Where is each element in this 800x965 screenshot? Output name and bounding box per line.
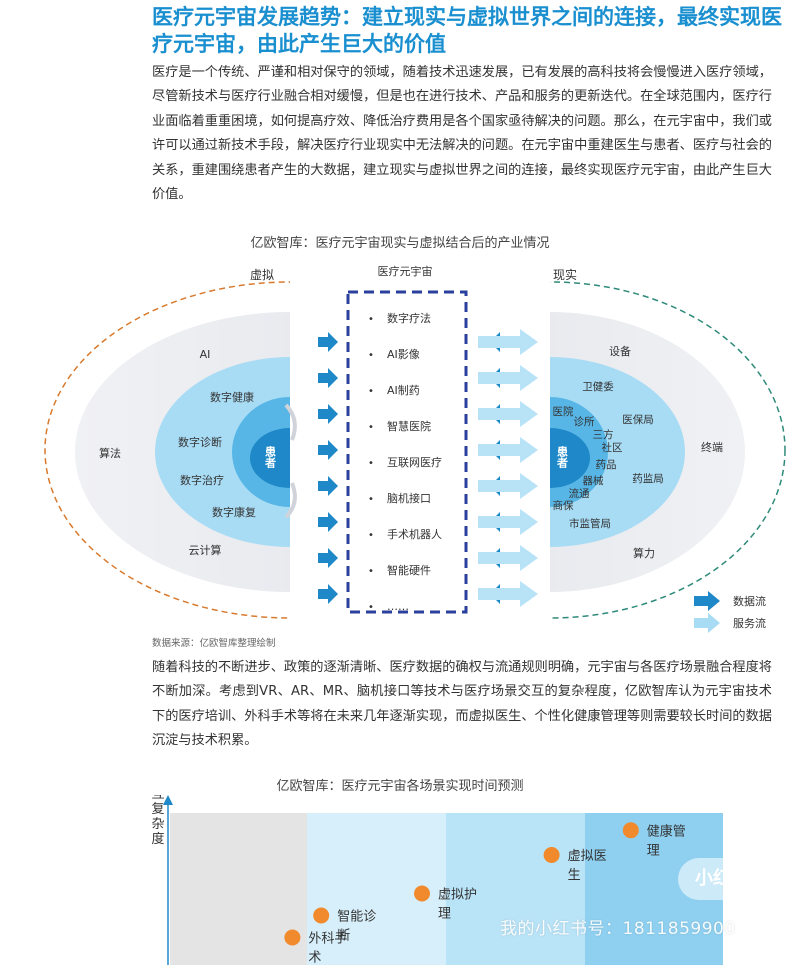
scenario-label-cont: 理 xyxy=(438,907,451,922)
real-inner-item: 社区 xyxy=(602,441,623,454)
diagram-caption: 亿欧智库：医疗元宇宙现实与虚拟结合后的产业情况 xyxy=(0,232,800,251)
legend-service-flow-label: 服务流 xyxy=(733,616,766,630)
virtual-inner-diagnosis: 数字诊断 xyxy=(178,435,222,449)
virtual-inner-rehab: 数字康复 xyxy=(212,505,256,519)
data-source: 数据来源：亿欧智库整理绘制 xyxy=(152,635,276,649)
center-items: • 数字疗法 • AI影像 • AI制药 • 智慧医院 • 互联网医疗 • 脑机接口 • 手术机器人 • 智能… xyxy=(368,311,442,613)
y-axis-label: 交互复杂度 xyxy=(149,795,165,847)
real-outer-terminal: 终端 xyxy=(701,440,723,454)
center-item: 手术机器人 xyxy=(387,527,442,541)
virtual-outer-ai: AI xyxy=(200,348,211,361)
service-flow-arrow xyxy=(478,365,538,391)
data-flow-arrow xyxy=(318,512,338,532)
center-item: AI制药 xyxy=(387,384,420,397)
legend-service-flow-arrow xyxy=(694,613,720,633)
scenario-label: 健康管 xyxy=(647,823,686,839)
scenario-label: 虚拟医 xyxy=(568,849,607,864)
real-inner-item: 药监局 xyxy=(632,472,664,485)
page-heading: 医疗元宇宙发展趋势：建立现实与虚拟世界之间的连接，最终实现医疗元宇宙，由此产生巨… xyxy=(152,4,792,58)
real-inner-item: 医院 xyxy=(553,405,574,418)
intro-paragraph: 医疗是一个传统、严谨和相对保守的领域，随着技术迅速发展，已有发展的高科技将会慢慢… xyxy=(152,61,772,207)
real-inner-item: 药品 xyxy=(596,459,617,471)
chart-caption: 亿欧智库：医疗元宇宙各场景实现时间预测 xyxy=(0,775,800,794)
scenario-point xyxy=(544,847,560,863)
real-inner-item: 医保局 xyxy=(622,413,654,426)
scenario-label-cont: 断 xyxy=(337,929,350,944)
scenario-label-cont: 生 xyxy=(568,868,581,883)
virtual-patient-label: 患者 xyxy=(264,445,278,469)
real-outer-compute: 算力 xyxy=(633,546,655,560)
center-item-bullet: • xyxy=(368,530,374,541)
virtual-core xyxy=(250,428,330,488)
real-inner-item: 商保 xyxy=(553,499,574,512)
real-inner-item: 器械 xyxy=(583,474,604,487)
industry-diagram: 虚拟 AI 算法 云计算 数字健康 数字诊断 数字治疗 数字康复 患者 医疗元宇… xyxy=(0,255,800,655)
center-item-bullet: • xyxy=(368,422,374,433)
y-axis-arrow xyxy=(163,795,173,805)
data-flow-arrow xyxy=(318,584,338,604)
center-item: AI影像 xyxy=(387,348,420,361)
real-inner-item: 流通 xyxy=(569,487,590,500)
watermark-text: 我的小红书号：1811859900 xyxy=(500,914,736,939)
data-flow-arrow xyxy=(318,440,338,460)
data-flow-arrow xyxy=(318,548,338,568)
scenario-point xyxy=(623,822,639,838)
center-item-bullet: • xyxy=(368,458,374,469)
center-label: 医疗元宇宙 xyxy=(378,264,433,278)
service-flow-arrow xyxy=(478,509,538,535)
data-flow-arrow xyxy=(318,476,338,496)
center-item-bullet: • xyxy=(368,350,374,361)
data-flow-arrow xyxy=(318,404,338,424)
data-flow-arrow xyxy=(318,332,338,352)
virtual-outer-cloud: 云计算 xyxy=(189,543,222,557)
real-inner-item: 市监管局 xyxy=(569,517,611,530)
data-flow-arrow xyxy=(318,368,338,388)
center-item: …… xyxy=(387,600,409,613)
virtual-inner-health: 数字健康 xyxy=(210,390,254,404)
real-patient-label: 患者 xyxy=(556,445,570,469)
service-flow-arrow xyxy=(478,473,538,499)
scenario-label-cont: 术 xyxy=(308,951,321,965)
virtual-outer-algorithm: 算法 xyxy=(99,446,121,460)
legend-data-flow-label: 数据流 xyxy=(733,594,766,608)
scenario-point xyxy=(313,908,329,924)
center-item-bullet: • xyxy=(368,386,374,397)
service-flow-arrow xyxy=(478,329,538,355)
real-outer-equipment: 设备 xyxy=(609,344,631,358)
virtual-label: 虚拟 xyxy=(250,268,274,282)
center-item: 脑机接口 xyxy=(387,491,431,505)
service-flow-arrow xyxy=(478,437,538,463)
real-inner-item: 三方 xyxy=(593,428,614,441)
service-flow-arrow xyxy=(478,581,538,607)
center-item: 智能硬件 xyxy=(387,563,431,577)
scenario-label: 虚拟护 xyxy=(438,888,477,903)
scenario-label-cont: 理 xyxy=(647,843,660,858)
legend-data-flow-arrow xyxy=(694,591,720,611)
scenario-point xyxy=(414,886,430,902)
center-item: 数字疗法 xyxy=(387,311,431,325)
service-flow-arrow xyxy=(478,545,538,571)
center-item-bullet: • xyxy=(368,494,374,505)
center-item: 互联网医疗 xyxy=(387,455,442,469)
center-item-bullet: • xyxy=(368,602,374,613)
center-item: 智慧医院 xyxy=(387,419,431,433)
watermark-logo: 小红书 xyxy=(678,858,766,900)
real-label: 现实 xyxy=(553,267,577,282)
virtual-inner-therapy: 数字治疗 xyxy=(180,473,224,487)
second-paragraph: 随着科技的不断进步、政策的逐渐清晰、医疗数据的确权与流通规则明确，元宇宙与各医疗… xyxy=(152,656,772,754)
center-item-bullet: • xyxy=(368,566,374,577)
scenario-point xyxy=(284,930,300,946)
service-flow-arrow xyxy=(478,401,538,427)
center-item-bullet: • xyxy=(368,314,374,325)
real-inner-item: 诊所 xyxy=(574,415,595,428)
scenario-label: 智能诊 xyxy=(337,910,376,925)
real-inner-item: 卫健委 xyxy=(582,380,614,393)
